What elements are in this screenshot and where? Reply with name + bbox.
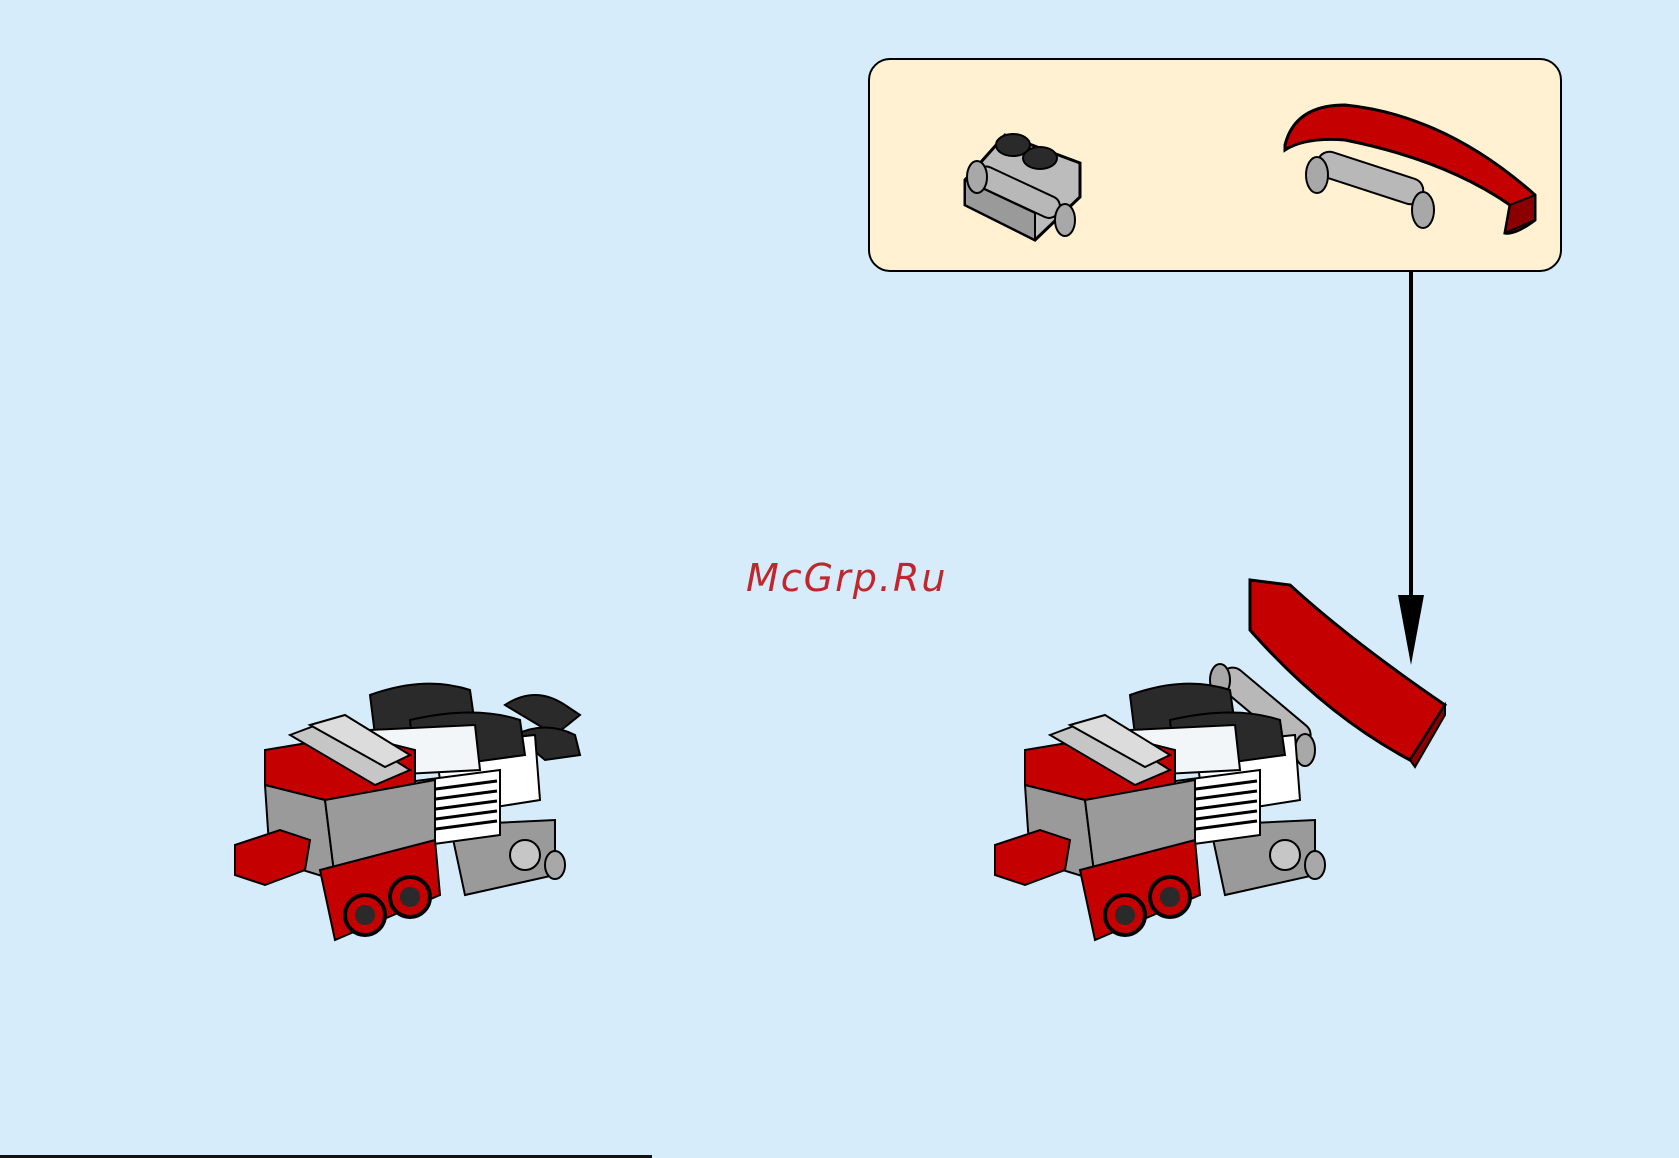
down-arrow-icon bbox=[1398, 272, 1424, 665]
light-gray-plate-with-bar-icon bbox=[965, 134, 1080, 240]
watermark-text: McGrp.Ru bbox=[746, 556, 947, 600]
red-curved-slope-with-bar-icon bbox=[1285, 105, 1535, 233]
red-engine-model-with-spoiler-icon bbox=[995, 580, 1445, 940]
red-engine-model-icon bbox=[235, 684, 580, 940]
